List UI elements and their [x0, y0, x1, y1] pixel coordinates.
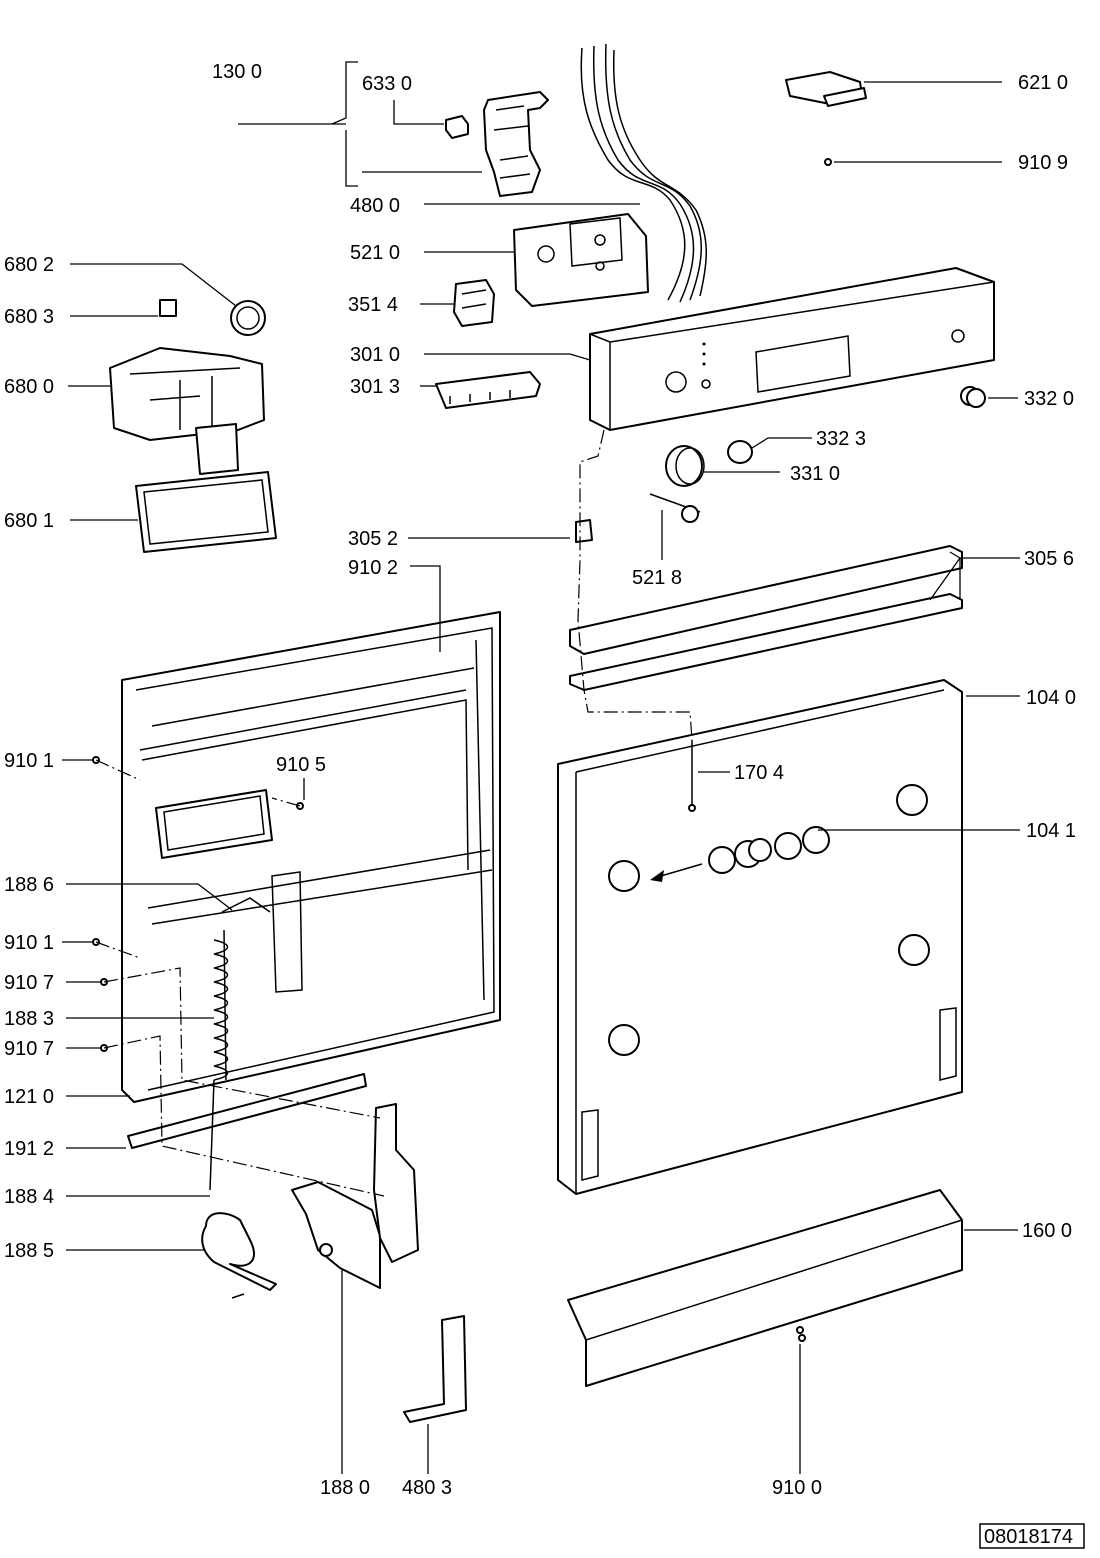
part-control-board [513, 213, 649, 307]
part-bracket-4803 [403, 1315, 467, 1423]
part-spring-hook-1885 [201, 1212, 277, 1299]
part-6803 [159, 299, 177, 317]
reference-code: 08018174 [979, 1523, 1085, 1549]
reference-code-text: 08018174 [984, 1526, 1073, 1548]
part-button-3323 [727, 440, 753, 464]
part-trim-strips [569, 545, 963, 691]
label-5218: 521 8 [632, 567, 682, 589]
label-6330: 633 0 [362, 73, 412, 95]
label-9101b: 910 1 [4, 932, 54, 954]
label-9102: 910 2 [348, 557, 398, 579]
label-1883: 188 3 [4, 1008, 54, 1030]
label-1884: 188 4 [4, 1186, 54, 1208]
label-1912: 191 2 [4, 1138, 54, 1160]
label-3320: 332 0 [1024, 388, 1074, 410]
label-1600: 160 0 [1022, 1220, 1072, 1242]
label-3514: 351 4 [348, 294, 398, 316]
part-inner-door [121, 611, 501, 1103]
part-dispenser-gasket [135, 471, 277, 553]
part-kickplate [567, 1189, 963, 1387]
label-1210: 121 0 [4, 1086, 54, 1108]
label-1880: 188 0 [320, 1477, 370, 1499]
part-screw-9109 [824, 158, 832, 166]
label-1704: 170 4 [734, 762, 784, 784]
part-gasket-ring [230, 300, 266, 336]
label-4800: 480 0 [350, 195, 400, 217]
label-6803: 680 3 [4, 306, 54, 328]
label-1040: 104 0 [1026, 687, 1076, 709]
part-door-spring [213, 897, 271, 1081]
label-6210: 621 0 [1018, 72, 1068, 94]
part-rollers-1041 [650, 826, 830, 882]
label-3323: 332 3 [816, 428, 866, 450]
part-labels: 130 0 633 0 480 0 621 0 910 9 521 0 680 … [4, 61, 1076, 1499]
label-3010: 301 0 [350, 344, 400, 366]
label-9105: 910 5 [276, 754, 326, 776]
part-cable-1884 [209, 1079, 215, 1191]
part-3013 [435, 371, 541, 409]
label-6801: 680 1 [4, 510, 54, 532]
part-knob-3310 [665, 445, 705, 487]
part-rail-1912 [127, 1073, 367, 1149]
label-3052: 305 2 [348, 528, 398, 550]
part-pin-1704 [688, 740, 696, 812]
label-1886: 188 6 [4, 874, 54, 896]
leader-lines [62, 61, 1020, 1474]
part-door-lock [483, 91, 549, 197]
label-6800: 680 0 [4, 376, 54, 398]
label-6802: 680 2 [4, 254, 54, 276]
label-1885: 188 5 [4, 1240, 54, 1262]
part-bracket-3052 [575, 519, 593, 543]
label-1041: 104 1 [1026, 820, 1076, 842]
part-621-module [785, 71, 867, 107]
label-3056: 305 6 [1024, 548, 1074, 570]
part-knob-3320 [960, 386, 986, 408]
label-9107b: 910 7 [4, 1038, 54, 1060]
part-5218 [649, 493, 701, 523]
part-control-panel [589, 267, 995, 431]
label-9109: 910 9 [1018, 152, 1068, 174]
assembly-lines [95, 429, 693, 1197]
part-outer-panel [557, 679, 963, 1195]
label-5210: 521 0 [350, 242, 400, 264]
part-wiring-harness [580, 43, 707, 303]
label-4803: 480 3 [402, 1477, 452, 1499]
label-9107a: 910 7 [4, 972, 54, 994]
label-9101a: 910 1 [4, 750, 54, 772]
label-9100: 910 0 [772, 1477, 822, 1499]
label-3013: 301 3 [350, 376, 400, 398]
part-detergent-dispenser [109, 347, 265, 475]
part-microswitch [445, 115, 469, 139]
part-switch-3514 [453, 279, 495, 327]
part-hinge-1880 [291, 1103, 419, 1289]
label-3310: 331 0 [790, 463, 840, 485]
label-1300: 130 0 [212, 61, 262, 83]
